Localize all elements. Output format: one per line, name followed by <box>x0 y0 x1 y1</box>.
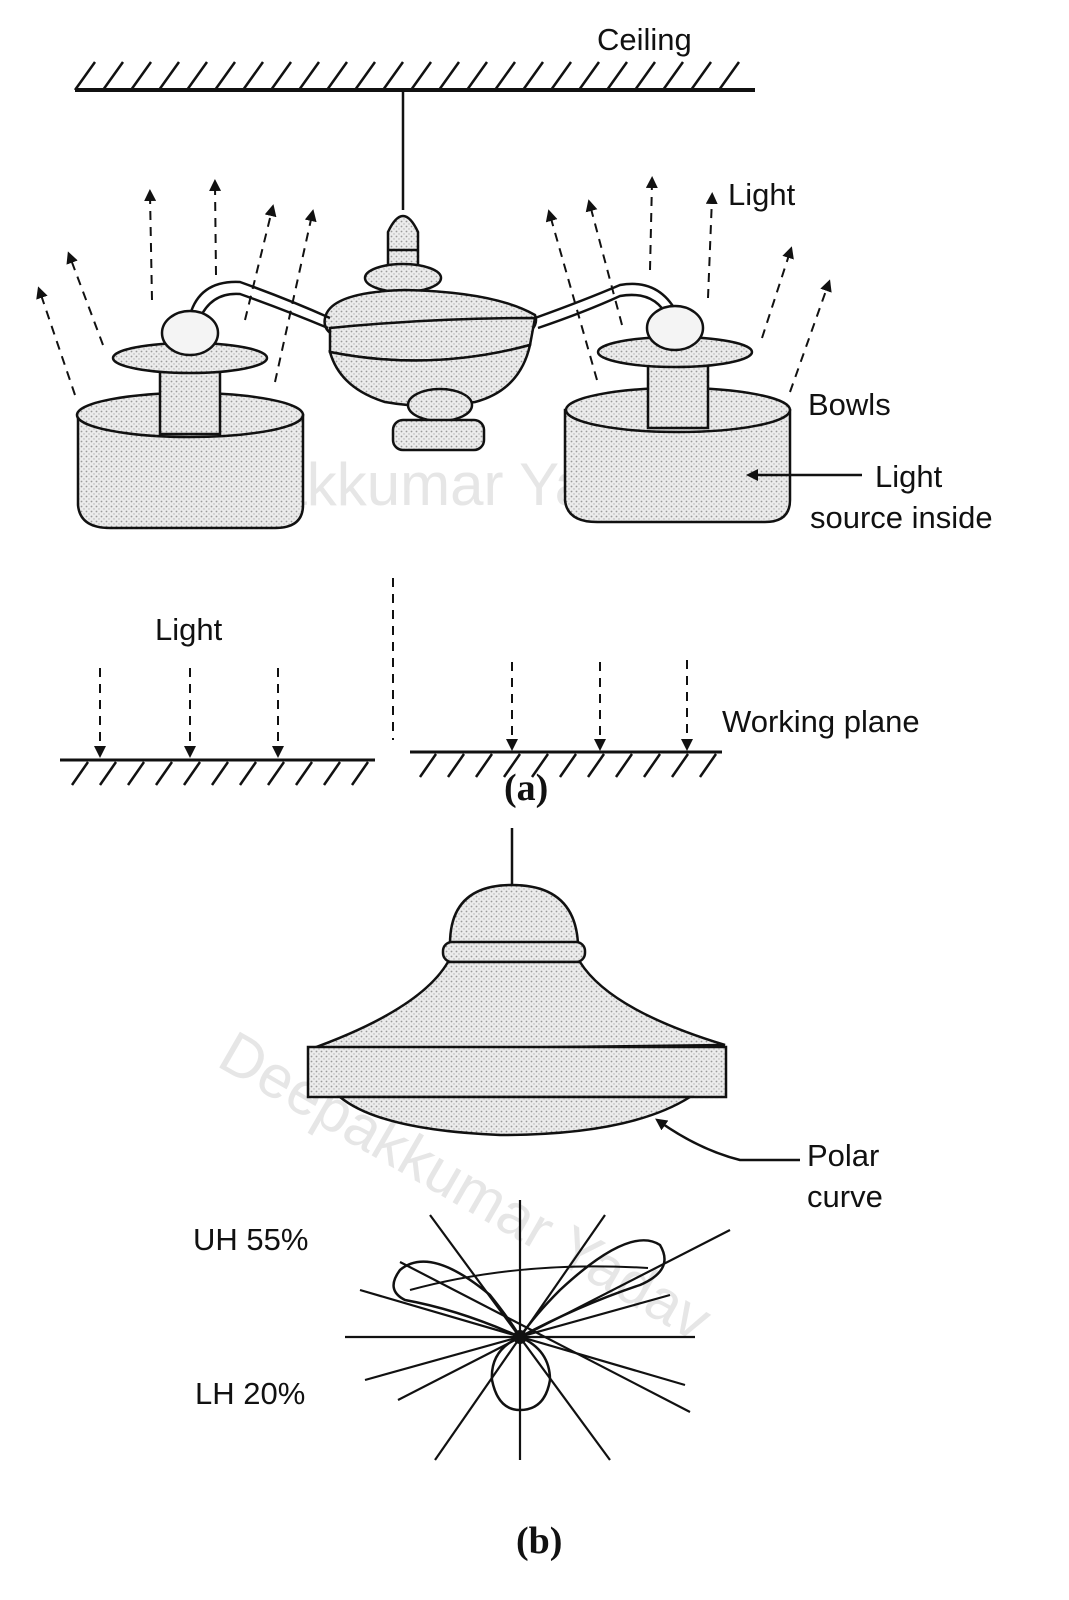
ceiling-hatch-stroke <box>353 61 377 91</box>
arms <box>188 280 680 330</box>
caption-b: (b) <box>516 1520 562 1562</box>
ceiling-hatch-stroke <box>521 61 545 91</box>
ceiling-hatch-stroke <box>717 61 741 91</box>
floor-hatch-stroke <box>350 761 370 786</box>
polar-ray <box>399 1261 691 1413</box>
upper-hemisphere-envelope <box>409 1265 649 1291</box>
floor-hatch-stroke <box>70 761 90 786</box>
ceiling-hatch-stroke <box>465 61 489 91</box>
ceiling-hatch-stroke <box>185 61 209 91</box>
floor-hatch-stroke <box>698 753 718 778</box>
floor-hatch-stroke <box>154 761 174 786</box>
ceiling-hatch-stroke <box>269 61 293 91</box>
floor-hatch-stroke <box>530 753 550 778</box>
ceiling-hatch-stroke <box>381 61 405 91</box>
ceiling-hatch-stroke <box>437 61 461 91</box>
upper-hemisphere-lobe-right <box>518 1239 666 1339</box>
floor-hatch-stroke <box>446 753 466 778</box>
ceiling-hatch-stroke <box>129 61 153 91</box>
ceiling-hatch-stroke <box>213 61 237 91</box>
ceiling-hatch-stroke <box>577 61 601 91</box>
working-plane-label: Working plane <box>722 704 920 739</box>
downward-light-arrows <box>94 660 693 758</box>
light-arrow-up <box>705 192 718 299</box>
light-up-label: Light <box>728 177 796 212</box>
polar-curve-pointer <box>655 1118 800 1162</box>
light-arrow-up <box>761 246 794 339</box>
pendant-luminaire <box>306 883 728 1137</box>
floor-hatch-stroke <box>670 753 690 778</box>
light-arrow-up <box>209 179 222 276</box>
light-source-label-line1: Light <box>875 459 943 494</box>
polar-curve-label-line2: curve <box>807 1179 883 1214</box>
ceiling-hatch-stroke <box>661 61 685 91</box>
ceiling-hatch-stroke <box>101 61 125 91</box>
floor-hatch-stroke <box>294 761 314 786</box>
bowls-label: Bowls <box>808 387 891 422</box>
ceiling-hatch-stroke <box>549 61 573 91</box>
floor-hatch-stroke <box>266 761 286 786</box>
light-arrow-up <box>36 286 76 396</box>
floor-hatch-stroke <box>614 753 634 778</box>
floor-hatch-stroke <box>642 753 662 778</box>
light-down-label: Light <box>155 612 223 647</box>
polar-diagram <box>345 1200 731 1461</box>
floor-hatch-stroke <box>418 753 438 778</box>
ceiling <box>73 61 755 92</box>
floor-hatch-stroke <box>126 761 146 786</box>
caption-a: (a) <box>504 767 548 809</box>
light-arrow-up <box>585 199 623 326</box>
light-arrow-up <box>645 176 658 271</box>
ceiling-hatch-stroke <box>241 61 265 91</box>
left-bowl <box>75 309 305 530</box>
floor-hatch-stroke <box>238 761 258 786</box>
floor-hatch-stroke <box>474 753 494 778</box>
light-arrow-up <box>244 204 277 321</box>
floor-hatch-stroke <box>558 753 578 778</box>
ceiling-hatch-stroke <box>73 61 97 91</box>
ceiling-hatch-stroke <box>297 61 321 91</box>
light-arrow-up <box>274 209 317 383</box>
light-arrow-up <box>66 251 104 346</box>
floor-hatch-stroke <box>586 753 606 778</box>
light-arrow-up <box>545 209 598 381</box>
floor-hatch-stroke <box>182 761 202 786</box>
ceiling-label: Ceiling <box>597 22 692 57</box>
central-fitting <box>323 214 538 452</box>
ceiling-hatch-stroke <box>325 61 349 91</box>
light-source-label-line2: source inside <box>810 500 993 535</box>
floor-hatch-stroke <box>98 761 118 786</box>
figure-a: Ceiling Light <box>36 22 993 809</box>
floor-hatch-stroke <box>210 761 230 786</box>
uh-label: UH 55% <box>193 1222 308 1257</box>
polar-origin <box>513 1330 527 1344</box>
figure-b: Polar curve UH 55% LH 20% (b) <box>193 828 883 1562</box>
ceiling-hatch-stroke <box>689 61 713 91</box>
working-plane <box>60 750 722 786</box>
light-arrow-up <box>144 189 157 301</box>
right-bowl <box>563 304 792 524</box>
ceiling-hatch-stroke <box>157 61 181 91</box>
ceiling-hatch-stroke <box>409 61 433 91</box>
light-arrow-up <box>789 279 832 393</box>
polar-curve-label-line1: Polar <box>807 1138 879 1173</box>
ceiling-hatch-stroke <box>633 61 657 91</box>
floor-hatch-stroke <box>322 761 342 786</box>
upper-hemisphere-lobe-left <box>392 1260 524 1340</box>
lh-label: LH 20% <box>195 1376 305 1411</box>
lower-hemisphere-lobe <box>490 1335 552 1412</box>
ceiling-hatch-stroke <box>493 61 517 91</box>
floor-hatch-stroke <box>502 753 522 778</box>
ceiling-hatch-stroke <box>605 61 629 91</box>
upward-light-arrows <box>36 176 832 396</box>
